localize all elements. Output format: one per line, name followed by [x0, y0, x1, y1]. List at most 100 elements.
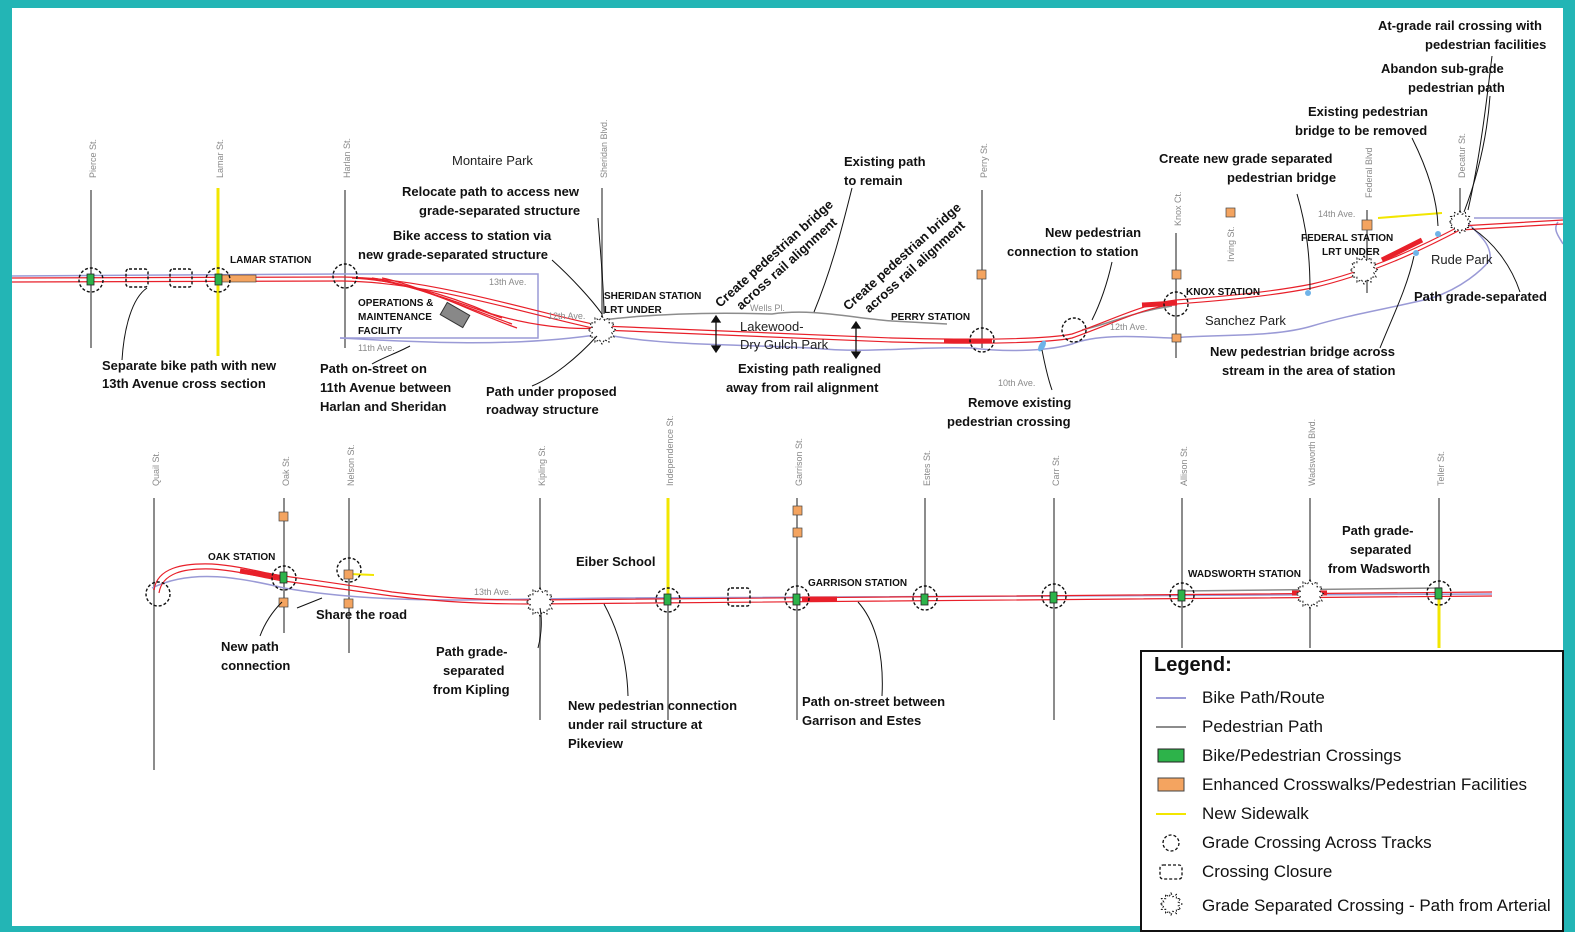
note-wadsworth-sep: Path grade- separated from Wadsworth	[1328, 523, 1430, 576]
label-13th-ave-bottom: 13th Ave.	[474, 587, 511, 597]
station-perry: PERRY STATION	[891, 312, 970, 323]
legend-item-closure: Crossing Closure	[1142, 858, 1562, 884]
place-rude: Rude Park	[1431, 252, 1493, 267]
grade-separated	[525, 210, 1472, 617]
annotations: Separate bike path with new 13th Avenue …	[102, 18, 1547, 751]
note-remove-crossing: Remove existing pedestrian crossing	[947, 395, 1071, 429]
note-new-path-conn: New path connection	[221, 639, 290, 673]
star-burst-symbol	[1158, 892, 1184, 916]
svg-text:pedestrian path: pedestrian path	[1408, 80, 1505, 95]
street-labels-bottom: Quail St. Oak St. Nelson St. Kipling St.…	[151, 415, 1446, 486]
place-labels: Montaire Park Lakewood- Dry Gulch Park S…	[452, 153, 1493, 569]
note-new-bridge-stream: New pedestrian bridge across stream in t…	[1210, 344, 1395, 378]
dotted-square-symbol	[1159, 864, 1183, 880]
svg-text:bridge to be removed: bridge to be removed	[1295, 123, 1427, 138]
note-bike-access: Bike access to station via new grade-sep…	[358, 228, 552, 262]
label-10th-ave: 10th Ave.	[998, 378, 1035, 388]
grade-crossings	[78, 263, 1452, 613]
label-irving: Irving St.	[1226, 226, 1236, 262]
label-wells-pl: Wells Pl.	[750, 303, 785, 313]
note-separate-bike: Separate bike path with new 13th Avenue …	[102, 358, 277, 391]
label-estes: Estes St.	[922, 450, 932, 486]
svg-text:Relocate path to access new: Relocate path to access new	[402, 184, 580, 199]
svg-text:from Wadsworth: from Wadsworth	[1328, 561, 1430, 576]
yellow-line-symbol	[1156, 813, 1186, 815]
svg-text:Remove existing: Remove existing	[968, 395, 1071, 410]
leader-lines	[121, 55, 1521, 697]
station-sheridan-2: LRT UNDER	[604, 305, 663, 316]
note-kipling: Path grade- separated from Kipling	[433, 644, 510, 697]
label-sheridan: Sheridan Blvd.	[599, 119, 609, 178]
svg-text:11th Avenue between: 11th Avenue between	[320, 380, 451, 395]
label-14th-ave: 14th Ave.	[1318, 209, 1355, 219]
note-relocate: Relocate path to access new grade-separa…	[402, 184, 580, 218]
station-sheridan-1: SHERIDAN STATION	[604, 291, 701, 302]
legend-title: Legend:	[1154, 654, 1232, 676]
label-13th-ave: 13th Ave.	[489, 277, 526, 287]
note-at-grade: At-grade rail crossing with pedestrian f…	[1378, 18, 1546, 52]
place-montaire: Montaire Park	[452, 153, 533, 168]
label-perry: Perry St.	[979, 143, 989, 178]
svg-text:separated: separated	[1350, 542, 1411, 557]
map-canvas: Pierce St. Lamar St. Harlan St. Sheridan…	[12, 18, 1563, 770]
svg-text:New pedestrian bridge across: New pedestrian bridge across	[1210, 344, 1395, 359]
svg-text:new grade-separated structure: new grade-separated structure	[358, 247, 548, 262]
legend-item-grade-separated: Grade Separated Crossing - Path from Art…	[1142, 892, 1562, 918]
double-arrows	[710, 314, 862, 360]
note-path-under: Path under proposed roadway structure	[486, 384, 617, 417]
svg-text:New path: New path	[221, 639, 279, 654]
label-harlan: Harlan St.	[342, 138, 352, 178]
svg-text:pedestrian crossing: pedestrian crossing	[947, 414, 1071, 429]
station-garrison: GARRISON STATION	[808, 578, 907, 589]
svg-text:across rail alignment: across rail alignment	[861, 217, 968, 316]
svg-text:Existing path realigned: Existing path realigned	[738, 361, 881, 376]
station-oak: OAK STATION	[208, 552, 275, 563]
place-lakewood-1: Lakewood-	[740, 319, 804, 334]
legend-item-grade-crossing: Grade Crossing Across Tracks	[1142, 829, 1562, 855]
label-allison: Allison St.	[1179, 446, 1189, 486]
svg-text:separated: separated	[443, 663, 504, 678]
svg-text:connection: connection	[221, 658, 290, 673]
svg-text:across rail alignment: across rail alignment	[733, 214, 840, 313]
note-bridge-2: Create pedestrian bridge across rail ali…	[840, 200, 968, 316]
svg-text:to remain: to remain	[844, 173, 903, 188]
note-share-road: Share the road	[316, 607, 407, 622]
svg-text:Existing path: Existing path	[844, 154, 926, 169]
label-knox: Knox Ct.	[1173, 191, 1183, 226]
enhanced-crosswalks	[278, 207, 1373, 609]
label-12th-ave-east: 12th Ave.	[1110, 322, 1147, 332]
svg-text:Create pedestrian bridge: Create pedestrian bridge	[840, 200, 964, 314]
legend-item-sidewalk: New Sidewalk	[1142, 800, 1562, 826]
ped-path-wells	[601, 311, 948, 325]
orange-box-symbol	[1157, 777, 1185, 792]
station-federal-2: LRT UNDER	[1322, 247, 1381, 258]
svg-text:New pedestrian: New pedestrian	[1045, 225, 1141, 240]
svg-text:grade-separated structure: grade-separated structure	[419, 203, 580, 218]
note-create-grade-sep: Create new grade separated pedestrian br…	[1159, 151, 1336, 185]
svg-text:OPERATIONS &: OPERATIONS &	[358, 298, 433, 309]
map-frame: Pierce St. Lamar St. Harlan St. Sheridan…	[12, 8, 1564, 932]
ped-path-knox	[1081, 305, 1173, 331]
svg-text:Path on-street between: Path on-street between	[802, 694, 945, 709]
label-federal: Federal Blvd	[1364, 147, 1374, 198]
station-lamar: LAMAR STATION	[230, 255, 311, 266]
place-sanchez: Sanchez Park	[1205, 313, 1286, 328]
svg-text:Pikeview: Pikeview	[568, 736, 624, 751]
svg-text:from Kipling: from Kipling	[433, 682, 510, 697]
legend-item-bike-path: Bike Path/Route	[1142, 684, 1562, 710]
note-garrison-estes: Path on-street between Garrison and Este…	[802, 694, 945, 728]
station-knox: KNOX STATION	[1186, 287, 1260, 298]
svg-text:Path grade-: Path grade-	[436, 644, 508, 659]
legend-item-enhanced: Enhanced Crosswalks/Pedestrian Facilitie…	[1142, 771, 1562, 797]
note-new-ped-conn: New pedestrian connection to station	[1007, 225, 1141, 259]
station-federal-1: FEDERAL STATION	[1301, 233, 1393, 244]
svg-text:away from rail alignment: away from rail alignment	[726, 380, 879, 395]
facility-label: OPERATIONS & MAINTENANCE FACILITY	[358, 298, 433, 337]
label-11th-ave: 11th Ave.	[358, 343, 395, 353]
label-decatur: Decatur St.	[1457, 133, 1467, 178]
svg-text:roadway structure: roadway structure	[486, 402, 599, 417]
svg-text:pedestrian facilities: pedestrian facilities	[1425, 37, 1546, 52]
facility-building	[439, 301, 471, 329]
avenue-labels: 13th Ave. 12th Ave. 11th Ave. Wells Pl. …	[358, 209, 1355, 597]
legend-item-ped-path: Pedestrian Path	[1142, 713, 1562, 739]
